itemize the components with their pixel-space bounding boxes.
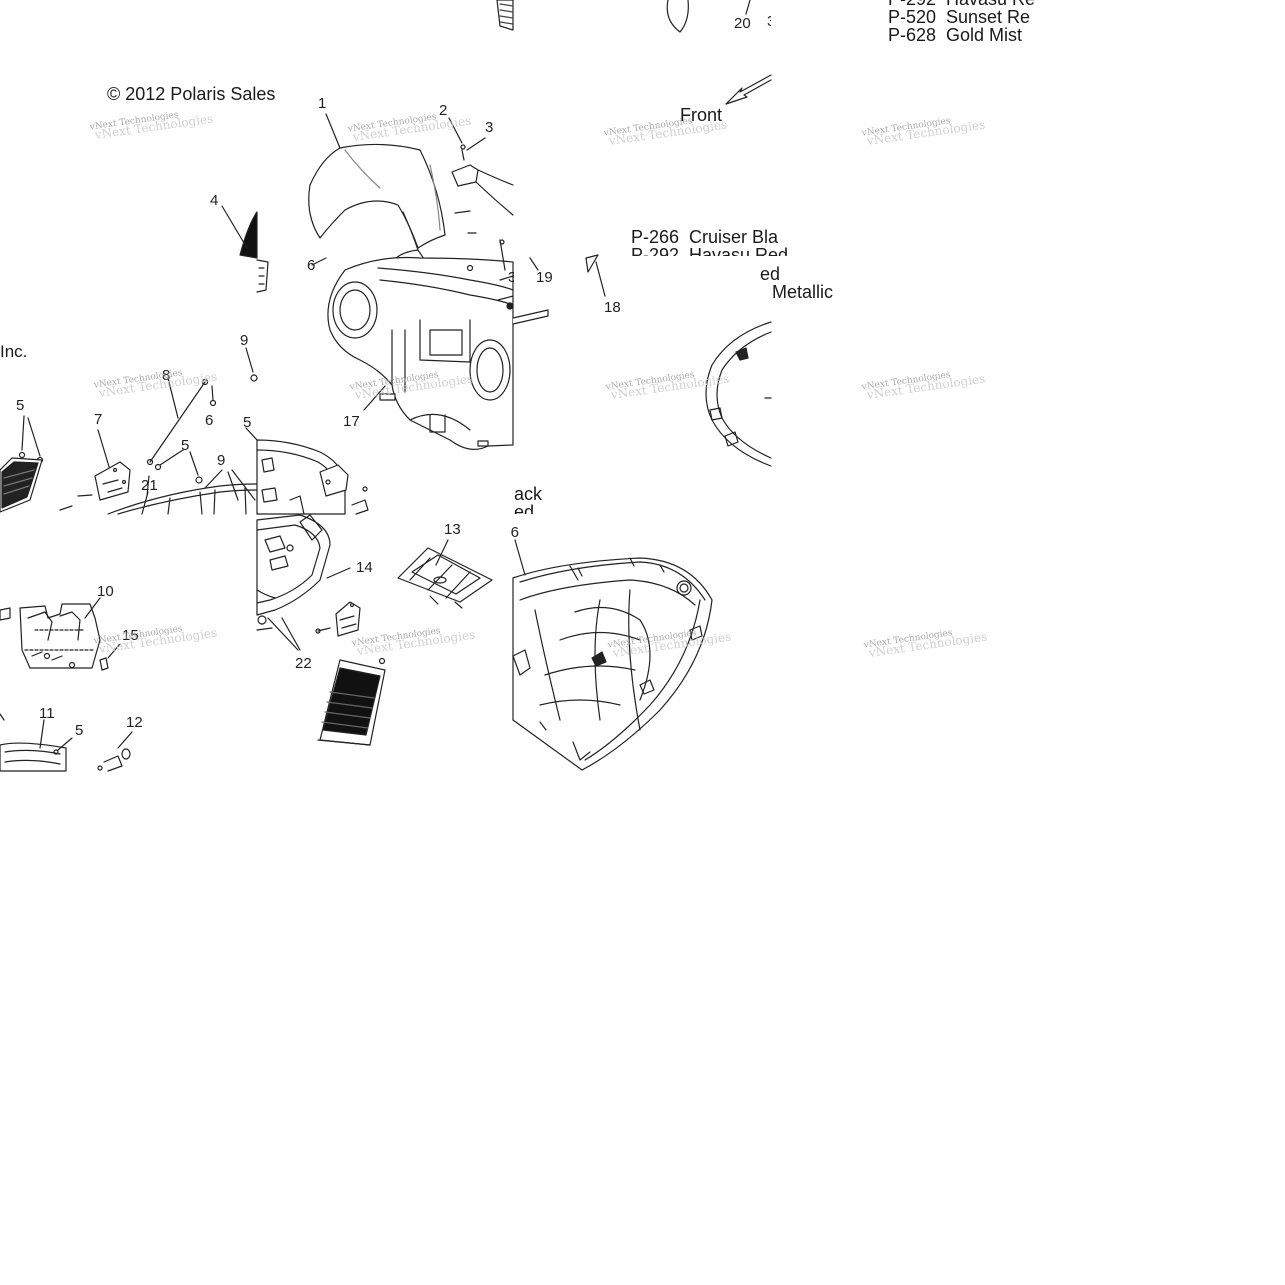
trim-fragment-top (666, 0, 689, 33)
part-number-17: 17 (343, 413, 360, 430)
grille-lower-center (317, 659, 386, 746)
color-name: Sunset Re (946, 7, 1031, 27)
color-name: Cruiser Bla (689, 227, 779, 247)
copyright-text: © 2012 Polaris Sales (107, 84, 276, 104)
striped-panel-fragment-top (496, 0, 514, 31)
color-name-fragment: Metallic (772, 282, 834, 302)
seat-edge-part-21 (107, 475, 258, 515)
part-number-10: 10 (97, 583, 114, 600)
copyright-tail-text: Inc. (0, 342, 28, 361)
color-code: P-292 (631, 246, 680, 256)
rod-part-8 (146, 347, 258, 466)
part-number-6: 6 (205, 412, 214, 429)
part-number-14: 14 (356, 559, 373, 576)
part-number-4: 4 (210, 192, 219, 209)
rod-fragment (512, 309, 549, 325)
leader-20 (745, 0, 751, 15)
part-number-1: 1 (318, 95, 327, 112)
part-number-20: 20 (734, 15, 751, 32)
part-number-8: 8 (162, 367, 171, 384)
grille-left (0, 415, 44, 513)
part-number-22: 22 (295, 655, 312, 672)
fairing-upper-part-1 (308, 143, 446, 263)
color-code: P-520 (888, 7, 937, 27)
lower-left-fragments (0, 713, 133, 772)
color-code: P-628 (888, 25, 937, 45)
panel-fragment-part-4 (221, 205, 269, 293)
leader-1 (325, 113, 341, 149)
bracket-part-3 (451, 144, 514, 310)
color-name-fragment: ed (514, 503, 535, 514)
trunk-inner-part-14 (256, 514, 351, 651)
color-name: Gold Mist (946, 25, 1023, 45)
inner-fairing-body (327, 256, 514, 450)
color-code: P-266 (631, 227, 680, 247)
front-label: Front (680, 105, 723, 125)
bracket-center-lower (315, 601, 386, 665)
part-number-18: 18 (604, 299, 621, 316)
part-number-11: 11 (39, 705, 55, 722)
part-number-5: 5 (181, 437, 190, 454)
front-arrow (725, 74, 772, 105)
part-number-9: 9 (217, 452, 226, 469)
leader-6-upper (311, 257, 327, 266)
part-number-3: 3 (485, 119, 494, 136)
saddlebag-part-16 (512, 539, 713, 771)
part-number-5: 5 (16, 397, 25, 414)
color-name-fragment: ack (514, 484, 543, 504)
part-number-7: 7 (94, 411, 103, 428)
part-number-5: 5 (243, 414, 252, 431)
bracket-part-7 (59, 429, 131, 511)
part-number-16-fragment: 6 (511, 525, 519, 540)
saddlebag-fragment-right (705, 321, 772, 467)
part-number-3-fragment: 3 (767, 14, 771, 29)
leader-19 (499, 239, 539, 271)
part-number-13: 13 (444, 521, 461, 538)
reflector-part-18 (585, 254, 606, 297)
fasteners-part-5-9 (154, 427, 258, 501)
leaders-2-3 (448, 117, 486, 151)
color-name: Havasu Red (689, 246, 789, 256)
color-name: Havasu Re (946, 0, 1035, 8)
color-code: P-292 (888, 0, 936, 8)
trunk-lid-center (256, 439, 369, 515)
part-number-2: 2 (439, 102, 448, 119)
part-number-19: 19 (536, 269, 553, 286)
part-number-9: 9 (240, 332, 249, 349)
part-number-21: 21 (141, 477, 158, 494)
bag-clip (569, 565, 579, 581)
plate-part-13 (397, 539, 493, 609)
tail-light-part-10 (0, 597, 121, 671)
part-number-6: 6 (307, 257, 316, 274)
part-number-5: 5 (75, 722, 84, 739)
part-number-3-fragment: 3 (508, 270, 514, 285)
leader-17 (363, 385, 386, 411)
color-name-fragment: ed (760, 264, 781, 284)
part-number-12: 12 (126, 714, 143, 731)
part-number-15: 15 (122, 627, 139, 644)
